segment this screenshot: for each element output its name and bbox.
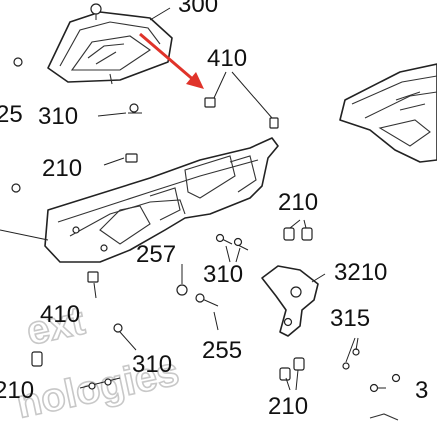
leader-lines	[0, 7, 359, 391]
label-410-left: 410	[40, 301, 80, 328]
part-right-assembly	[339, 63, 437, 163]
label-255: 255	[202, 337, 242, 364]
label-210-bottom-left: 210	[0, 377, 34, 404]
label-410-top: 410	[207, 45, 247, 72]
label-210-right: 210	[278, 189, 318, 216]
part-side-panel	[44, 137, 279, 263]
label-300: 300	[178, 0, 218, 18]
label-3210: 3210	[334, 259, 387, 286]
label-315: 315	[330, 305, 370, 332]
hardware	[11, 57, 401, 421]
part-300-cover	[47, 3, 173, 85]
label-310-top: 310	[38, 103, 78, 130]
red-arrow-icon	[139, 32, 204, 89]
label-3-right: 3	[415, 377, 428, 404]
label-25: 25	[0, 101, 23, 128]
part-3210-bracket	[261, 265, 319, 337]
label-257: 257	[136, 241, 176, 268]
label-210-mid: 210	[42, 155, 82, 182]
label-310-mid: 310	[203, 261, 243, 288]
label-210-bottom: 210	[268, 393, 308, 420]
part-labels: 300 410 25 310 210 210 257 310 3210 410 …	[0, 0, 428, 420]
label-310-bottom: 310	[132, 351, 172, 378]
